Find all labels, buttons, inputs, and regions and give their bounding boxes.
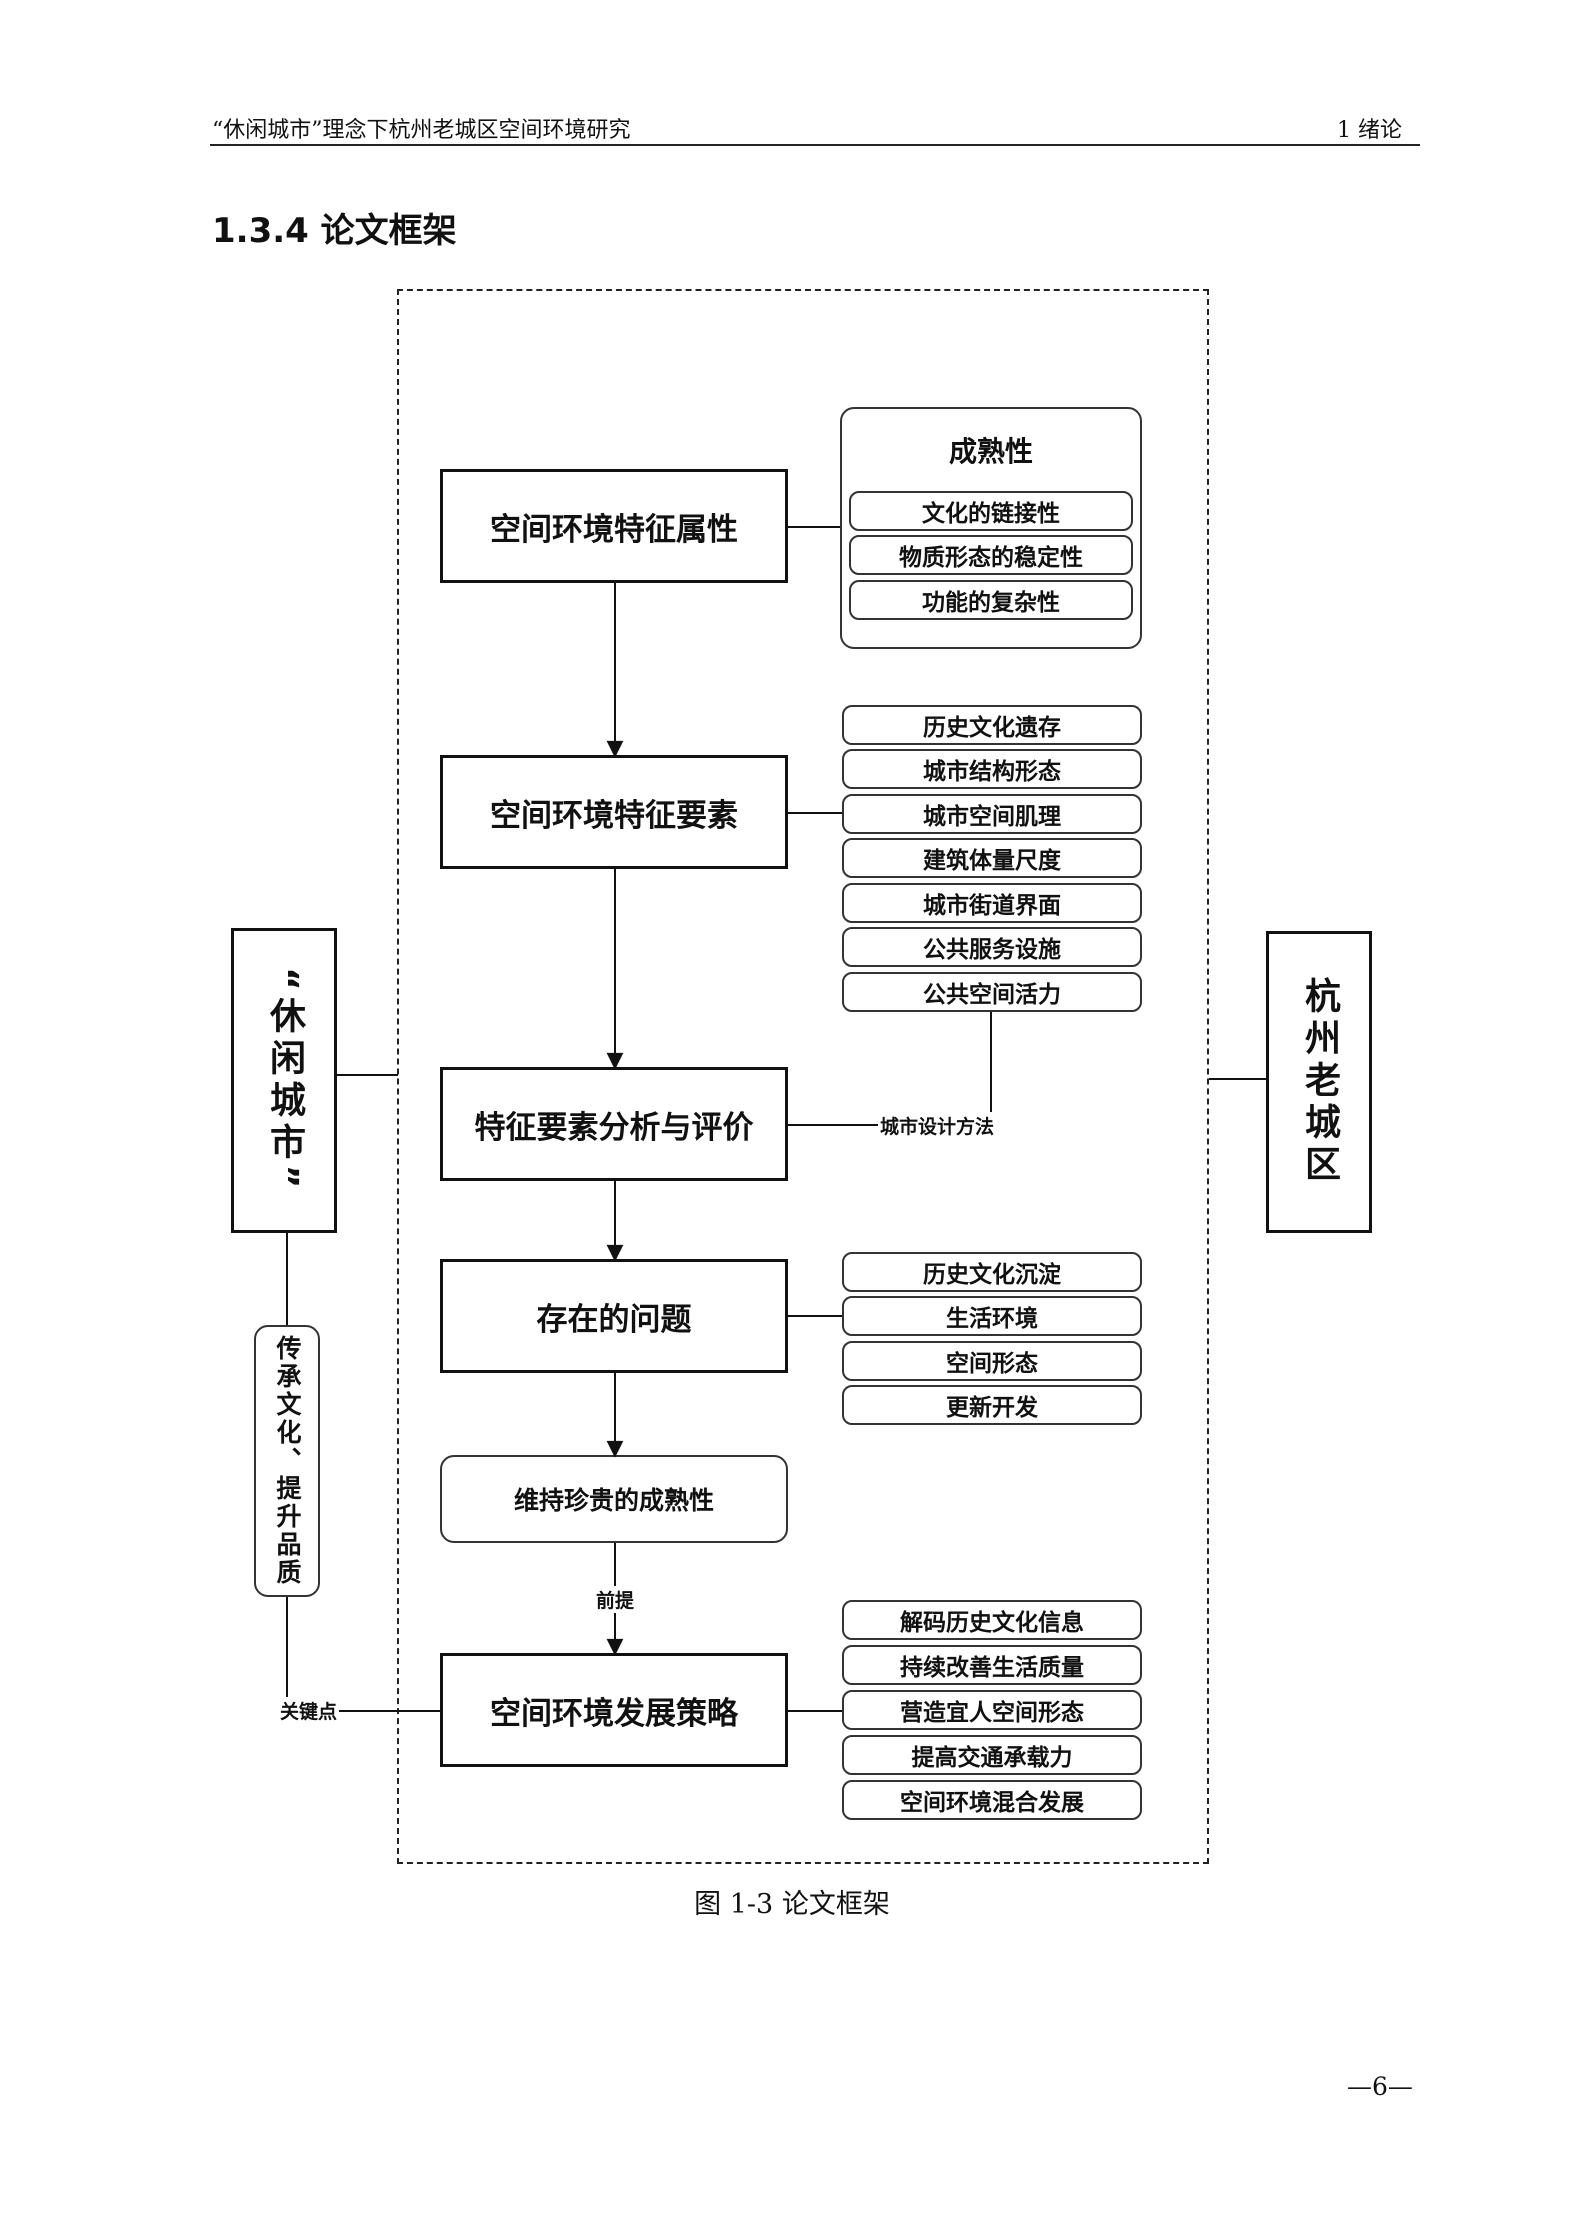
elements-connector [788,812,842,814]
dashed-frame [397,289,1209,1864]
arrow-shaft-4 [614,1373,616,1448]
element-item: 公共服务设施 [842,927,1142,967]
method-connector-vertical [990,1012,992,1124]
maturity-item: 文化的链接性 [849,491,1133,531]
main-step-5: 维持珍贵的成熟性 [440,1455,788,1543]
element-item: 建筑体量尺度 [842,838,1142,878]
arrow-down-icon: ▼ [606,736,624,761]
key-point-connector [335,1710,440,1712]
strategy-item: 营造宜人空间形态 [842,1690,1142,1730]
header-rule [210,144,1420,146]
key-point-label: 关键点 [278,1697,340,1724]
left-pill-label: 传承文化、提升品质 [273,1335,302,1587]
running-header-title: “休闲城市”理念下杭州老城区空间环境研究 [212,118,631,143]
pill-connector-top [286,1233,288,1325]
figure-caption: 图 1-3 论文框架 [694,1889,890,1920]
arrow-shaft-3 [614,1181,616,1252]
main-step-2: 空间环境特征要素 [440,755,788,869]
method-label: 城市设计方法 [878,1112,997,1139]
left-pill: 传承文化、提升品质 [254,1325,320,1597]
maturity-title: 成熟性 [948,435,1033,468]
running-header-chapter: 1 绪论 [1337,118,1402,143]
main-step-4: 存在的问题 [440,1259,788,1373]
left-side-connector [337,1074,398,1076]
right-side-label: 杭州老城区 [1299,977,1340,1187]
arrow-down-icon: ▼ [606,1634,624,1659]
strategy-item: 空间环境混合发展 [842,1780,1142,1820]
main-step-6: 空间环境发展策略 [440,1653,788,1767]
main-step-1: 空间环境特征属性 [440,469,788,583]
section-title: 1.3.4 论文框架 [212,211,457,251]
element-item: 城市结构形态 [842,749,1142,789]
problem-item: 历史文化沉淀 [842,1252,1142,1292]
element-item: 历史文化遗存 [842,705,1142,745]
strategy-item: 解码历史文化信息 [842,1600,1142,1640]
strategy-item: 提高交通承载力 [842,1735,1142,1775]
main-step-3: 特征要素分析与评价 [440,1067,788,1181]
right-side-connector [1209,1078,1266,1080]
left-side-box: “休闲城市” [231,928,337,1233]
problem-item: 生活环境 [842,1296,1142,1336]
arrow-shaft-2 [614,869,616,1060]
strategies-connector [788,1710,842,1712]
left-side-label: “休闲城市” [264,966,305,1195]
arrow-down-icon: ▼ [606,1436,624,1461]
right-side-box: 杭州老城区 [1266,931,1372,1233]
element-item: 城市空间肌理 [842,794,1142,834]
maturity-connector [788,526,840,528]
maturity-item: 功能的复杂性 [849,580,1133,620]
arrow-down-icon: ▼ [606,1240,624,1265]
element-item: 城市街道界面 [842,883,1142,923]
arrow-shaft-1 [614,583,616,748]
problem-item: 空间形态 [842,1341,1142,1381]
arrow-down-icon: ▼ [606,1048,624,1073]
element-item: 公共空间活力 [842,972,1142,1012]
premise-label: 前提 [594,1586,637,1613]
problem-item: 更新开发 [842,1385,1142,1425]
pill-connector-bottom [286,1597,288,1710]
strategy-item: 持续改善生活质量 [842,1645,1142,1685]
maturity-panel [840,407,1142,649]
problems-connector [788,1315,842,1317]
page-number: —6— [1347,2072,1413,2101]
maturity-item: 物质形态的稳定性 [849,535,1133,575]
